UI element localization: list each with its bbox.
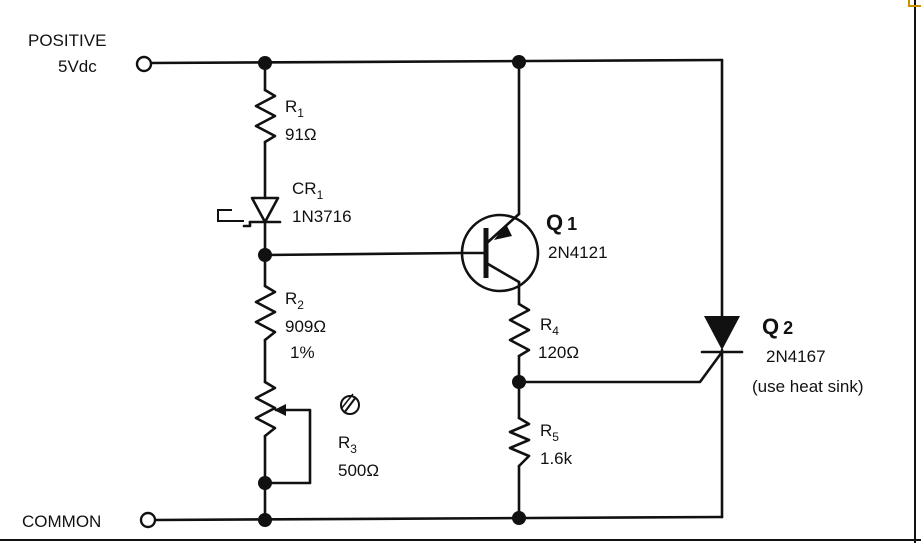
resistor-r4 [508,302,531,358]
r2-ref: R2 [285,289,304,312]
q2-part: 2N4167 [766,347,826,366]
r3-ref: R3 [338,433,357,456]
transistor-q1 [460,212,540,293]
potentiometer-r3 [254,380,360,438]
r2-tolerance: 1% [290,343,315,362]
scr-q2 [700,316,744,354]
common-terminal [139,511,157,529]
r2-value: 909Ω [285,317,326,336]
adjust-screw-icon [340,393,360,415]
r4-value: 120Ω [538,343,579,362]
common-label: COMMON [22,512,101,531]
positive-terminal [135,55,153,73]
resistor-r5 [508,416,531,468]
r4-ref: R4 [540,315,559,338]
r5-value: 1.6k [540,449,573,468]
cr1-part: 1N3716 [292,207,352,226]
resistor-r2 [254,284,277,342]
junction-dots [258,55,526,527]
q1-part: 2N4121 [548,243,608,262]
r3-value: 500Ω [338,461,379,480]
zener-cr1 [217,196,282,228]
r5-ref: R5 [540,421,559,444]
resistor-r1 [254,88,277,144]
positive-voltage-label: 5Vdc [58,57,97,76]
positive-label: POSITIVE [28,31,106,50]
wires [148,58,724,522]
cr1-ref: CR1 [292,179,324,202]
q2-note: (use heat sink) [752,377,864,396]
r1-value: 91Ω [285,125,317,144]
r1-ref: R1 [285,97,304,120]
